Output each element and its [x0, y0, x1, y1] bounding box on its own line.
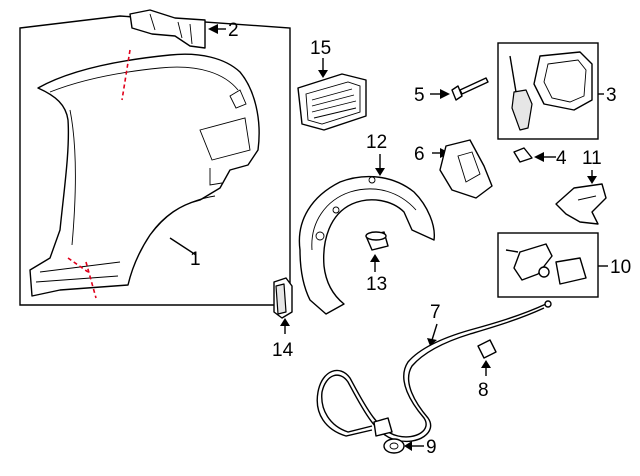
leader-1	[169, 237, 197, 256]
arrow-7	[427, 338, 437, 346]
callout-8: 8	[478, 380, 489, 401]
part-3-group	[497, 42, 604, 140]
callout-4: 4	[556, 148, 567, 169]
part-12-fender-liner	[298, 175, 435, 315]
callout-9: 9	[426, 437, 437, 458]
callout-6: 6	[414, 144, 425, 165]
quarter-panel-part	[29, 53, 260, 297]
part-13-clip	[365, 231, 389, 251]
cut-line-lower-b	[85, 261, 97, 299]
part-15-vent	[297, 73, 367, 131]
quarter-panel-roof-edge	[49, 66, 239, 93]
arrow-14	[280, 318, 290, 326]
part-10-box	[497, 232, 599, 298]
arrow-2	[208, 24, 218, 34]
part-11-bracket	[555, 183, 607, 225]
callout-1: 1	[190, 249, 201, 270]
cut-line-upper	[121, 49, 131, 101]
arrow-15	[318, 70, 328, 78]
callout-3: 3	[606, 85, 617, 106]
callout-7: 7	[430, 302, 441, 323]
part-4-clip	[513, 147, 533, 163]
quarter-panel-detail	[209, 168, 223, 186]
quarter-panel-box	[19, 15, 291, 306]
arrow-11	[587, 176, 597, 184]
part-6-housing	[439, 139, 493, 199]
quarter-panel-group	[19, 15, 291, 306]
part-2-bracket	[129, 9, 226, 49]
callout-12: 12	[366, 132, 387, 153]
arrow-4	[534, 152, 544, 162]
callout-15: 15	[310, 38, 331, 59]
arrow-9	[404, 441, 412, 451]
callout-5: 5	[414, 85, 425, 106]
arrow-13	[370, 254, 380, 262]
quarter-panel-window-cut	[199, 117, 251, 161]
wheel-arch-edge	[149, 195, 216, 236]
callout-14: 14	[272, 340, 294, 361]
part-5-pin	[451, 77, 489, 101]
part-10-group	[497, 232, 608, 298]
quarter-panel-detail-2	[229, 89, 247, 109]
quarter-panel-c-pillar	[69, 109, 76, 246]
arrow-5	[440, 89, 450, 99]
arrow-12	[375, 168, 385, 176]
callout-2: 2	[228, 20, 239, 41]
callout-10: 10	[610, 257, 631, 278]
part-8-guide	[477, 339, 497, 359]
callout-11: 11	[582, 148, 602, 169]
part-9-grommet	[383, 438, 405, 454]
part-14-shield	[273, 277, 293, 319]
part-3-box	[497, 42, 599, 140]
arrow-8	[481, 360, 491, 368]
leader-7	[431, 323, 438, 341]
callout-13: 13	[366, 274, 387, 295]
part-7-cable	[316, 300, 552, 442]
